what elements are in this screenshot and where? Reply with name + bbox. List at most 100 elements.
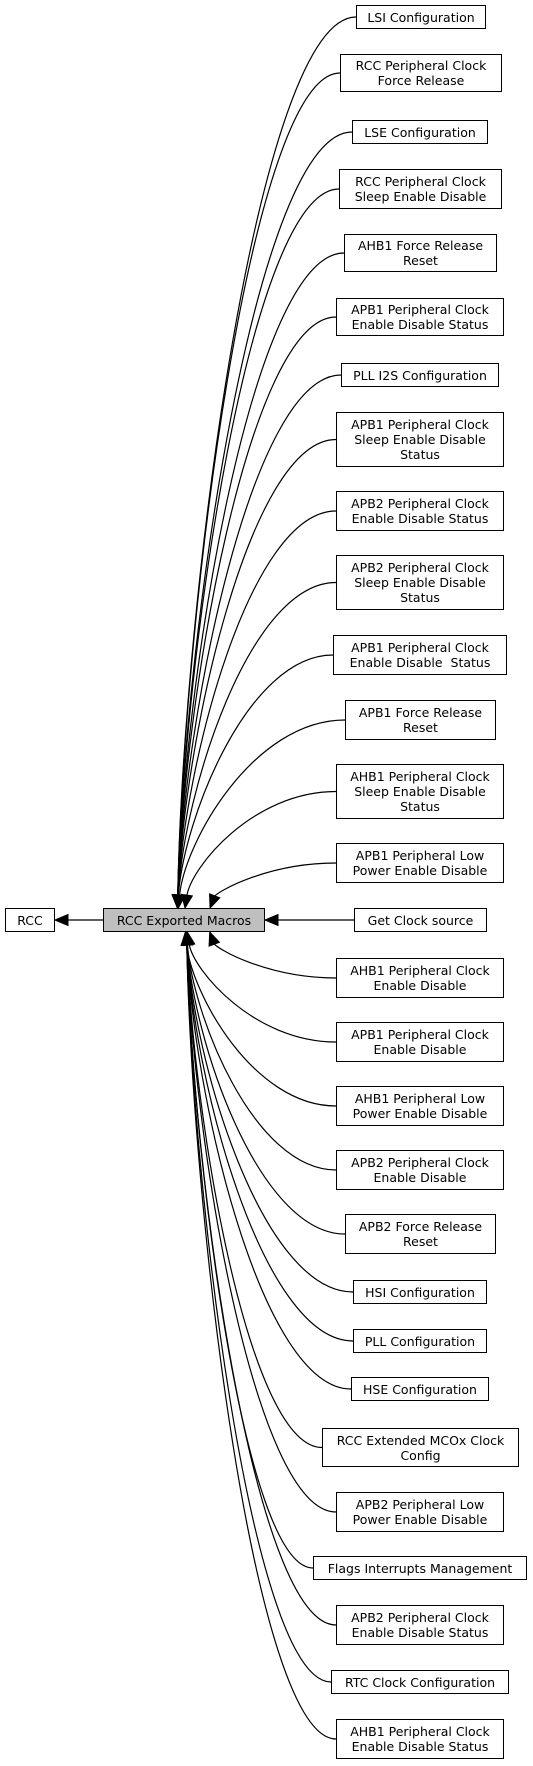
node-get-clock-source[interactable]: Get Clock source: [354, 908, 487, 932]
arrowhead-ahb1-sleep-status: [180, 893, 194, 910]
node-label-line: Sleep Enable Disable: [354, 784, 486, 799]
node-label-line: AHB1 Peripheral Low: [354, 1091, 486, 1106]
edge-apb2-enable-status-2: [186, 943, 337, 1626]
node-label-line: RCC Exported Macros: [116, 912, 252, 928]
node-pll-config[interactable]: PLL Configuration: [353, 1329, 487, 1353]
node-label-line: PLL I2S Configuration: [353, 367, 487, 383]
node-label-line: APB1 Peripheral Clock: [351, 1027, 489, 1042]
node-flags-interrupts[interactable]: Flags Interrupts Management: [313, 1556, 527, 1580]
node-label-line: APB2 Peripheral Clock: [351, 1610, 489, 1625]
node-label-line: APB1 Peripheral Clock: [351, 640, 489, 655]
node-label-line: AHB1 Peripheral Clock: [350, 769, 490, 784]
edge-mcox-config: [186, 943, 323, 1449]
edge-pll-i2s-config: [177, 374, 342, 897]
node-label-line: Reset: [403, 720, 438, 735]
edge-apb2-force-release: [186, 943, 346, 1235]
edge-ahb1-enable-status: [186, 943, 337, 1740]
node-label-line: APB2 Peripheral Low: [355, 1497, 485, 1512]
edge-apb1-enable: [188, 943, 337, 1043]
edge-apb1-low-power: [213, 862, 337, 898]
edge-flags-interrupts: [186, 943, 314, 1569]
node-label-line: RTC Clock Configuration: [344, 1674, 496, 1690]
node-label-line: Power Enable Disable: [352, 863, 488, 878]
node-label-line: RCC: [17, 912, 43, 928]
node-rcc[interactable]: RCC: [5, 908, 55, 932]
node-lsi-config[interactable]: LSI Configuration: [356, 5, 486, 29]
node-lse-config[interactable]: LSE Configuration: [352, 120, 488, 144]
node-label-line: PLL Configuration: [364, 1333, 476, 1349]
arrowhead-rcc: [53, 913, 69, 927]
edge-apb1-force-release: [178, 719, 346, 897]
node-label-line: LSI Configuration: [367, 9, 475, 25]
node-label-line: APB2 Peripheral Clock: [351, 560, 489, 575]
node-label-line: Force Release: [377, 73, 465, 88]
node-label-line: RCC Extended MCOx Clock: [336, 1432, 505, 1448]
node-label-line: RCC Peripheral Clock: [355, 174, 486, 189]
node-label-line: APB2 Peripheral Clock: [351, 1155, 489, 1170]
arrowhead-ahb1-enable: [208, 930, 221, 947]
node-hsi-config[interactable]: HSI Configuration: [353, 1280, 487, 1304]
node-label-line: Config: [400, 1447, 441, 1463]
node-label-line: Sleep Enable Disable: [354, 189, 487, 204]
node-label-line: AHB1 Force Release: [357, 238, 484, 253]
edge-hse-config: [186, 943, 352, 1390]
edge-apb1-enable-status-2: [177, 654, 334, 897]
edge-rtc-config: [186, 943, 332, 1683]
node-pll-i2s-config[interactable]: PLL I2S Configuration: [341, 363, 499, 387]
node-label-line: HSI Configuration: [365, 1284, 475, 1300]
edge-ahb1-sleep-status: [186, 790, 337, 897]
edge-periph-force-release: [177, 72, 341, 897]
node-exported[interactable]: RCC Exported Macros: [103, 908, 265, 932]
arrowhead-apb1-low-power: [209, 893, 221, 910]
node-label-line: Reset: [403, 1234, 438, 1249]
node-label-line: Enable Disable Status: [351, 317, 489, 332]
edge-periph-sleep: [177, 188, 340, 897]
node-label-line: Enable Disable: [373, 978, 467, 993]
edge-lse-config: [177, 131, 353, 897]
node-label-line: APB2 Peripheral Clock: [351, 496, 489, 511]
node-label-line: APB1 Peripheral Low: [355, 848, 485, 863]
node-label-line: LSE Configuration: [364, 124, 476, 140]
arrowhead-get-clock-source: [263, 913, 279, 927]
node-label-line: APB2 Force Release: [358, 1219, 483, 1234]
node-label-line: Status: [400, 590, 440, 605]
node-label-line: Enable Disable: [373, 1170, 467, 1185]
node-label-line: Status: [400, 799, 440, 814]
node-label-line: AHB1 Peripheral Clock: [350, 963, 490, 978]
node-label-line: Get Clock source: [367, 912, 474, 928]
node-hse-config[interactable]: HSE Configuration: [351, 1377, 489, 1401]
node-label-line: RCC Peripheral Clock: [355, 58, 487, 73]
edge-apb2-low-power: [186, 943, 337, 1513]
node-label-line: Sleep Enable Disable: [354, 432, 486, 447]
node-rtc-config[interactable]: RTC Clock Configuration: [331, 1670, 509, 1694]
node-label-line: Enable Disable Status: [351, 511, 489, 526]
node-label-line: Enable Disable Status: [351, 1625, 489, 1640]
node-label-line: HSE Configuration: [363, 1381, 477, 1397]
edge-apb2-enable: [186, 943, 337, 1171]
node-label-line: AHB1 Peripheral Clock: [350, 1724, 490, 1739]
node-label-line: Power Enable Disable: [352, 1106, 488, 1121]
node-label-line: Enable Disable Status: [351, 1739, 489, 1754]
edge-hsi-config: [186, 943, 354, 1293]
